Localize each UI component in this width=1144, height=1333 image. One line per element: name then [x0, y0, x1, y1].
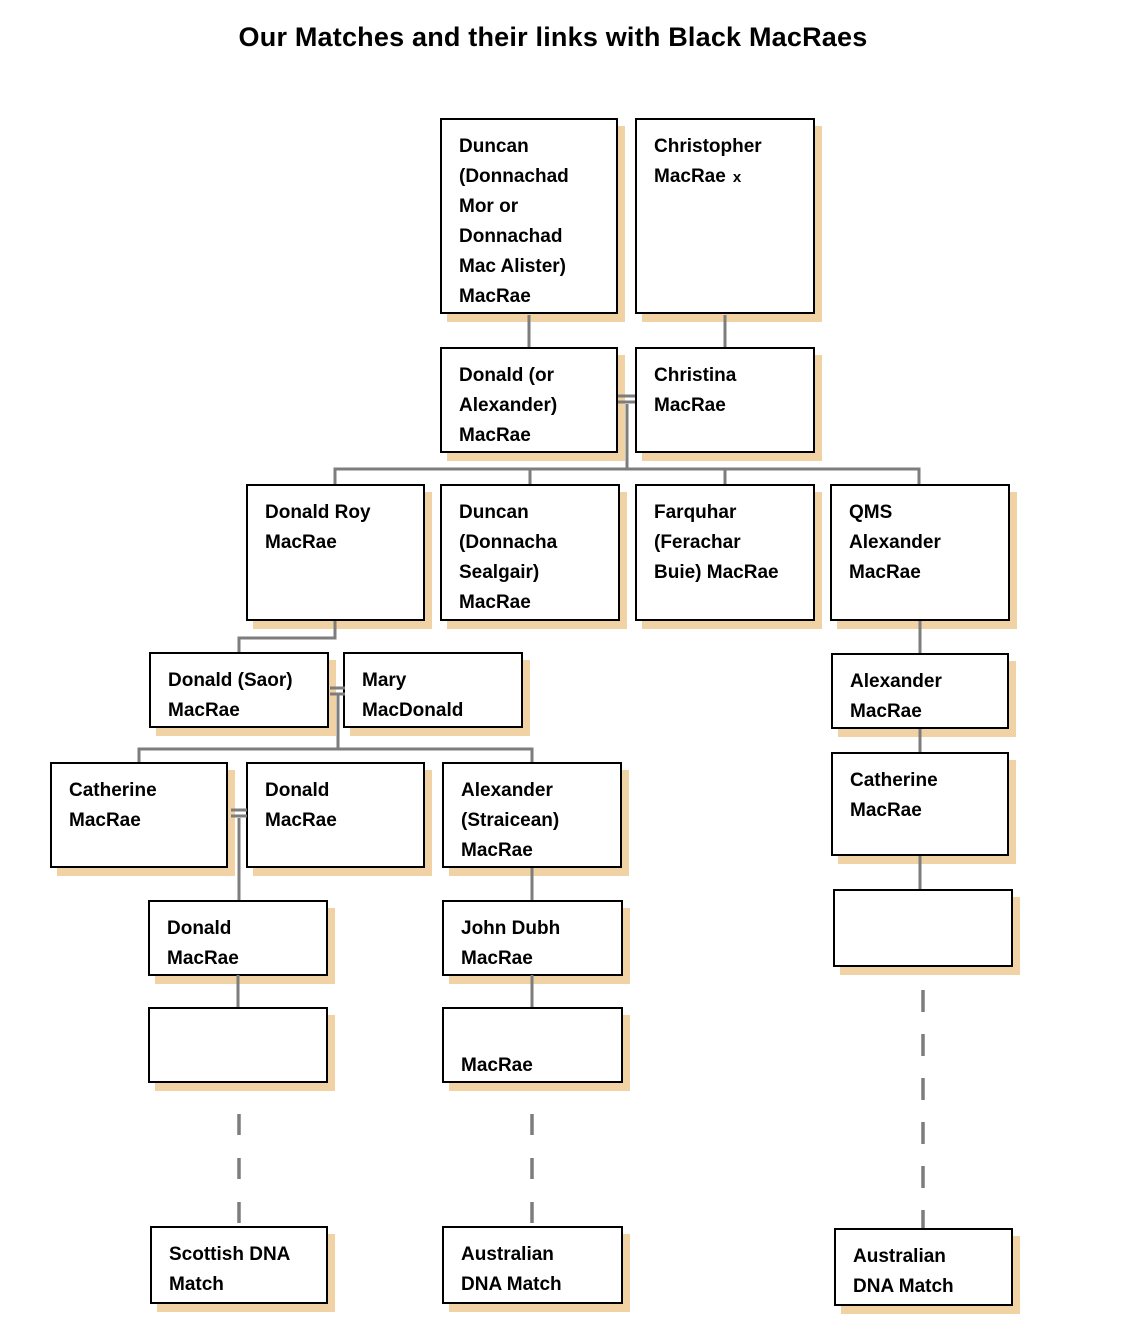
node-text: Christopher — [654, 136, 762, 157]
node-christina: Christina MacRae — [635, 347, 815, 453]
node-australian-dna-match-middle: Australian DNA Match — [442, 1226, 623, 1304]
node-text: MacRae — [265, 532, 337, 553]
node-text: (Donnacha — [459, 532, 558, 553]
node-text: DNA Match — [461, 1274, 562, 1295]
node-john-dubh: John Dubh MacRae — [442, 900, 623, 976]
node-text-suffix: x — [732, 169, 742, 186]
node-donald-or-alexander: Donald (or Alexander) MacRae — [440, 347, 618, 453]
gen5-sibling-bus — [137, 747, 534, 762]
node-text: Mac Alister) — [459, 256, 566, 277]
node-text: MacRae — [461, 1055, 533, 1076]
node-text: Alexander — [850, 671, 942, 692]
node-text: Donald — [265, 780, 330, 801]
node-donald-saor: Donald (Saor) MacRae — [149, 652, 329, 728]
node-mary-macdonald: Mary MacDonald — [343, 652, 523, 728]
node-text: (Straicean) — [461, 810, 560, 831]
node-text: MacRae — [850, 701, 922, 722]
node-duncan-senior: Duncan (Donnachad Mor or Donnachad Mac A… — [440, 118, 618, 314]
node-text: John Dubh — [461, 918, 561, 939]
marriage-connector-catherine-donald — [231, 808, 247, 818]
node-text: (Ferachar — [654, 532, 741, 553]
node-text: Catherine — [850, 770, 938, 791]
node-donald-husband: Donald MacRae — [246, 762, 425, 868]
node-text: Donald Roy — [265, 502, 371, 523]
node-text: Sealgair) — [459, 562, 540, 583]
gen3-sibling-bus — [333, 467, 921, 484]
diagram-title: Our Matches and their links with Black M… — [238, 22, 868, 52]
node-text: Donald (or — [459, 365, 554, 386]
node-unnamed-left — [148, 1007, 328, 1083]
node-text: MacRae — [654, 395, 726, 416]
node-text: Scottish DNA — [169, 1244, 291, 1265]
node-text: Alexander) — [459, 395, 558, 416]
node-macrae-descendant: MacRae — [442, 1007, 623, 1083]
node-scottish-dna-match: Scottish DNA Match — [150, 1226, 328, 1304]
node-text: Mor or — [459, 196, 519, 217]
node-text: MacDonald — [362, 700, 464, 721]
node-text: Duncan — [459, 136, 529, 157]
node-text: Donald — [167, 918, 232, 939]
node-text: MacRae — [167, 948, 239, 969]
connector-donald-roy-to-donald-saor — [237, 621, 337, 652]
node-text: Mary — [362, 670, 407, 691]
node-text: Catherine — [69, 780, 157, 801]
node-text: DNA Match — [853, 1276, 954, 1297]
node-text: Buie) MacRae — [654, 562, 779, 583]
node-alexander-son-of-qms: Alexander MacRae — [831, 653, 1009, 729]
node-text: QMS — [849, 502, 893, 523]
node-text: MacRae — [459, 425, 531, 446]
node-text: Farquhar — [654, 502, 737, 523]
node-duncan-donnacha-sealgair: Duncan (Donnacha Sealgair) MacRae — [440, 484, 620, 621]
node-australian-dna-match-right: Australian DNA Match — [834, 1228, 1013, 1306]
node-unnamed-right — [833, 889, 1013, 967]
node-text: Australian — [853, 1246, 946, 1267]
node-text: Duncan — [459, 502, 529, 523]
node-text: Alexander — [461, 780, 553, 801]
node-text: Donnachad — [459, 226, 563, 247]
node-donald-roy: Donald Roy MacRae — [246, 484, 425, 621]
node-text: Christina — [654, 365, 737, 386]
node-text: MacRae — [69, 810, 141, 831]
node-text: Donald (Saor) — [168, 670, 293, 691]
node-text: Match — [169, 1274, 224, 1295]
node-donald-grandson: Donald MacRae — [148, 900, 328, 976]
marriage-connector-donald-christina — [618, 394, 635, 404]
node-text: MacRae — [461, 948, 533, 969]
node-catherine-right: Catherine MacRae — [831, 752, 1009, 856]
node-farquhar: Farquhar (Ferachar Buie) MacRae — [635, 484, 815, 621]
node-text: MacRae — [168, 700, 240, 721]
node-text: MacRae — [459, 286, 531, 307]
node-text: MacRae — [850, 800, 922, 821]
node-text: MacRae — [265, 810, 337, 831]
node-text: Alexander — [849, 532, 941, 553]
node-text: MacRae — [459, 592, 531, 613]
node-text: MacRae — [849, 562, 921, 583]
node-text — [461, 1021, 613, 1051]
node-qms-alexander: QMS Alexander MacRae — [830, 484, 1010, 621]
node-text: MacRae — [461, 840, 533, 861]
node-text: (Donnachad — [459, 166, 569, 187]
node-text: Australian — [461, 1244, 554, 1265]
node-alexander-straicean: Alexander (Straicean) MacRae — [442, 762, 622, 868]
node-catherine-left: Catherine MacRae — [50, 762, 228, 868]
